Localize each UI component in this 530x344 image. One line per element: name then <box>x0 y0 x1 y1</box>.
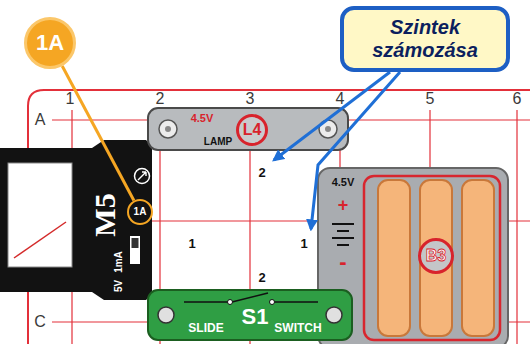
meter-body <box>0 140 152 300</box>
part-name: SLIDE <box>188 322 223 334</box>
switch-symbol <box>184 293 318 302</box>
battery-symbol <box>332 224 354 245</box>
part-id-circle: L4 <box>236 114 268 146</box>
pointer-arrow <box>274 72 390 160</box>
column-number: 2 <box>156 91 165 107</box>
switch-drawing <box>148 290 352 340</box>
pointer-arrows <box>274 72 400 229</box>
snap-end <box>159 120 177 138</box>
level-number: 1 <box>188 237 195 250</box>
adjust-arrow <box>138 172 146 180</box>
meter-needle <box>14 222 66 258</box>
part-name: SWITCH <box>274 322 321 334</box>
switch-body <box>148 290 352 340</box>
snap-dot <box>325 126 331 132</box>
callout-circle: 1A <box>24 17 76 69</box>
snap-end <box>326 307 342 323</box>
callout-label: 1A <box>36 32 64 54</box>
lamp-drawing <box>148 108 348 150</box>
range-slider <box>130 236 140 264</box>
column-number: 5 <box>426 91 435 107</box>
meter-drawing <box>0 140 152 300</box>
pointer-arrow <box>311 72 400 229</box>
part-id: L4 <box>243 122 262 138</box>
part-name: LAMP <box>204 137 232 147</box>
column-number: 1 <box>66 91 75 107</box>
range-label: 1mA <box>114 251 124 273</box>
adjust-symbol <box>135 169 150 184</box>
level-number: 2 <box>258 271 265 284</box>
column-number: 6 <box>513 91 522 107</box>
switch-contact <box>228 300 233 305</box>
level-number: 2 <box>258 166 265 179</box>
leader-line <box>62 66 134 201</box>
battery-holder <box>364 176 500 340</box>
column-number: 3 <box>246 91 255 107</box>
part-id: S1 <box>242 306 269 328</box>
switch-part: SLIDE S1SWITCH <box>148 290 352 340</box>
callout-box: Szintek számozása <box>340 6 510 72</box>
range-label: 5V <box>114 280 124 292</box>
snap-end <box>158 307 174 323</box>
range-label: 1A <box>134 207 147 217</box>
snap-dot <box>165 126 171 132</box>
meter-part: 1A M5 1mA 5V <box>0 140 152 300</box>
battery-cell <box>462 180 494 336</box>
range-knob <box>132 238 139 248</box>
lamp-body <box>148 108 348 150</box>
polarity-sign: - <box>339 251 346 273</box>
lamp-part: L4 4.5V LAMP <box>148 108 348 150</box>
column-number: 4 <box>336 91 345 107</box>
switch-contact <box>270 300 275 305</box>
voltage-label: 4.5V <box>191 113 214 124</box>
polarity-sign: + <box>338 196 349 214</box>
part-id: B3 <box>426 248 446 264</box>
part-id-circle: B3 <box>418 238 454 274</box>
row-letter: C <box>34 314 46 330</box>
range-marker: 1A <box>127 199 153 225</box>
battery-cell <box>378 180 410 336</box>
part-id: M5 <box>90 193 120 236</box>
voltage-label: 4.5V <box>332 177 355 188</box>
level-number: 1 <box>300 237 307 250</box>
row-letter: A <box>35 112 46 128</box>
meter-display <box>8 163 72 267</box>
callout-text: Szintek számozása <box>352 16 498 62</box>
battery-part: B3 4.5V + - <box>318 168 508 344</box>
